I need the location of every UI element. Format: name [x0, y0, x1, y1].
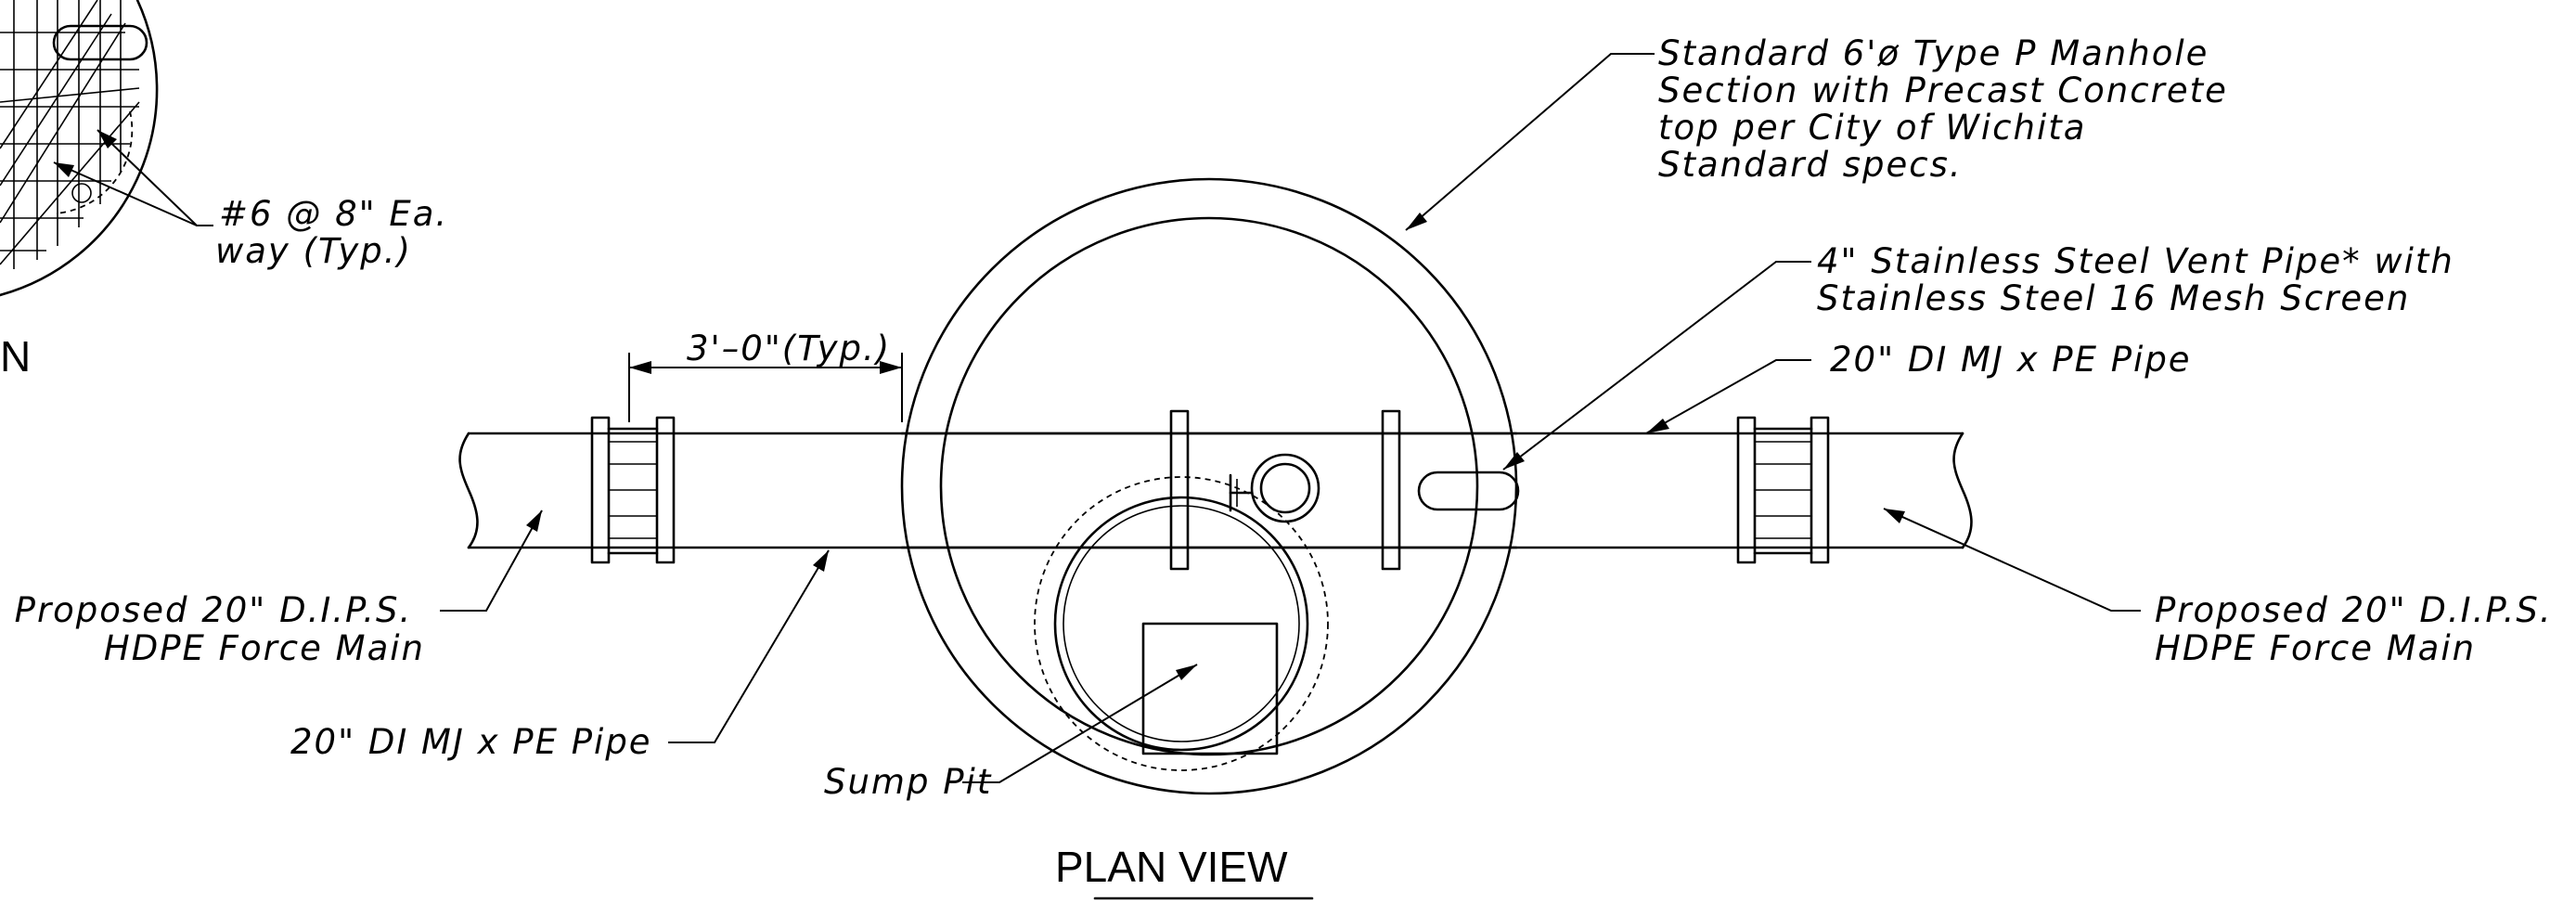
- small-circle: [71, 183, 92, 203]
- right-coupling: [1736, 416, 1830, 564]
- opening-slot: [52, 24, 148, 61]
- manhole: [900, 177, 1518, 795]
- dimension-label: 3'–0"(Typ.): [687, 329, 891, 368]
- rebar-grid: [0, 0, 140, 269]
- partial-view-letter: N: [0, 332, 31, 381]
- mj-pipe-note-left: 20" DI MJ x PE Pipe: [290, 722, 652, 762]
- force-main-note-right: Proposed 20" D.I.P.S. HDPE Force Main: [2155, 590, 2565, 668]
- leader-lines: [440, 53, 2141, 783]
- partial-detail-circle: [0, 0, 159, 297]
- drawing-title: PLAN VIEW: [1055, 843, 1288, 891]
- pipe-inside-manhole: [900, 432, 1518, 549]
- rebar-leaders: [53, 129, 213, 226]
- sump-pit: [1034, 476, 1329, 771]
- vent-pipe: [1417, 471, 1520, 511]
- vent-pipe-note: 4" Stainless Steel Vent Pipe* with Stain…: [1817, 241, 2467, 318]
- sump-pit-note: Sump Pit: [824, 762, 992, 802]
- flange-left: [1169, 409, 1190, 571]
- rebar-note: #6 @ 8" Ea. way (Typ.): [215, 194, 461, 271]
- flange-right: [1381, 409, 1401, 571]
- force-main-note-left: Proposed 20" D.I.P.S. HDPE Force Main: [15, 590, 425, 668]
- air-release-valve: [1229, 453, 1320, 523]
- force-main-pipe: [458, 432, 1973, 549]
- manhole-note: Standard 6'ø Type P Manhole Section with…: [1658, 33, 2241, 185]
- dimension-3ft: [628, 353, 903, 422]
- mj-pipe-note-right: 20" DI MJ x PE Pipe: [1830, 340, 2192, 380]
- left-coupling: [590, 416, 676, 564]
